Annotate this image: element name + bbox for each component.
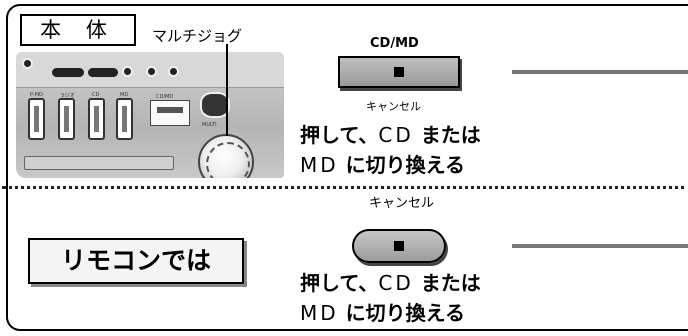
stop-square-icon bbox=[394, 67, 404, 77]
instruction-text: 押して、 bbox=[300, 271, 379, 295]
remote-label: リモコンでは bbox=[28, 238, 244, 284]
pointer-bar bbox=[512, 70, 688, 74]
instruction-text: CD bbox=[378, 123, 414, 147]
device-pill-button bbox=[88, 68, 118, 77]
device-knob-icon bbox=[168, 66, 179, 77]
device-slot bbox=[28, 98, 45, 140]
device-knob-icon bbox=[146, 66, 157, 77]
cdmd-button[interactable] bbox=[338, 56, 460, 88]
cdmd-button-title: CD/MD bbox=[370, 36, 419, 51]
instruction-text: CD bbox=[378, 271, 414, 295]
device-cdmd-button bbox=[150, 100, 190, 126]
cdmd-cancel-label: キャンセル bbox=[366, 100, 421, 113]
device-knob-icon bbox=[22, 58, 33, 69]
device-bottom-panel bbox=[24, 156, 174, 170]
device-slot-label: MD bbox=[120, 92, 129, 98]
instruction-top-line1: 押して、CD または bbox=[300, 122, 481, 149]
jog-pointer-line bbox=[226, 44, 228, 136]
instruction-text: MD bbox=[300, 301, 339, 325]
instruction-text: または bbox=[413, 271, 481, 295]
pointer-bar bbox=[512, 244, 688, 248]
device-pill-button bbox=[52, 68, 84, 77]
instruction-text: または bbox=[413, 123, 481, 147]
multi-jog-dial-icon bbox=[198, 134, 254, 178]
device-slot-label: P-MD bbox=[30, 92, 43, 98]
instruction-bottom-line1: 押して、CD または bbox=[300, 270, 481, 297]
instruction-text: に切り換える bbox=[338, 301, 466, 325]
device-illustration: P-MD ラジオ CD MD CD/MD MULTI bbox=[16, 52, 284, 178]
device-slot-label: CD bbox=[92, 92, 100, 98]
panel-frame bbox=[6, 4, 688, 331]
device-cdmd-label: CD/MD bbox=[156, 94, 174, 100]
device-slot bbox=[88, 98, 105, 140]
instruction-text: MD bbox=[300, 153, 339, 177]
device-slot bbox=[116, 98, 133, 140]
instruction-text: 押して、 bbox=[300, 123, 379, 147]
remote-cancel-label: キャンセル bbox=[369, 196, 435, 211]
device-slot-label: ラジオ bbox=[60, 93, 75, 99]
instruction-top-line2: MD に切り換える bbox=[300, 152, 465, 179]
unit-label: 本 体 bbox=[20, 14, 136, 46]
device-multi-label: MULTI bbox=[202, 122, 217, 128]
device-slot bbox=[58, 98, 75, 140]
instruction-text: に切り換える bbox=[338, 153, 466, 177]
multi-jog-label: マルチジョグ bbox=[152, 27, 243, 45]
remote-cdmd-button[interactable] bbox=[352, 229, 446, 263]
section-divider bbox=[2, 186, 688, 189]
instruction-bottom-line2: MD に切り換える bbox=[300, 300, 465, 327]
stop-square-icon bbox=[394, 241, 404, 251]
device-knob-icon bbox=[122, 66, 133, 77]
device-upper-knob-icon bbox=[200, 92, 230, 118]
